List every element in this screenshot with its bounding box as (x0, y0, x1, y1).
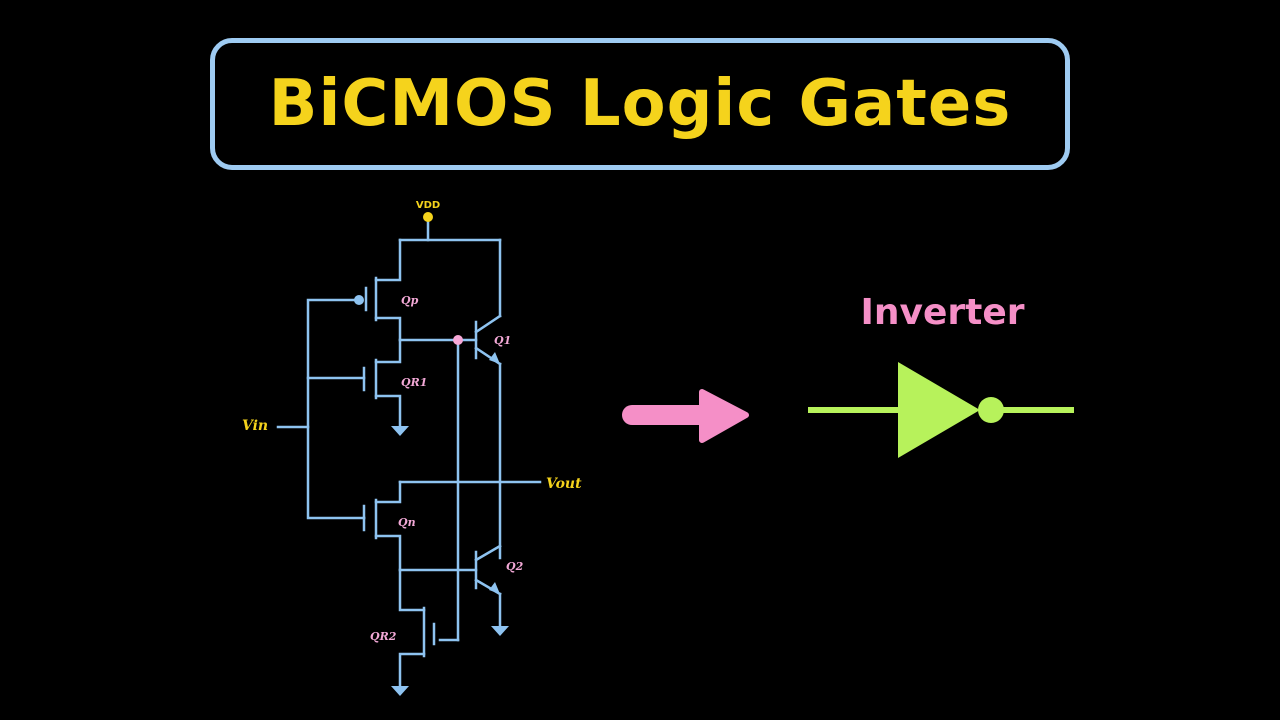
ground-arrow-q2 (491, 626, 509, 636)
transition-arrow (622, 389, 749, 443)
qp-label: Qp (401, 294, 419, 307)
vdd-terminal-dot (423, 212, 433, 222)
inverter-label: Inverter (860, 292, 1025, 333)
inverter-symbol (808, 362, 1074, 458)
ground-arrow-qr2 (391, 686, 409, 696)
q1-base-junction-dot (453, 335, 463, 345)
q2-emitter-arrow (489, 582, 500, 594)
qr2-label: QR2 (370, 630, 397, 643)
ground-arrow-qr1 (391, 426, 409, 436)
vdd-label: VDD (416, 200, 440, 211)
page-title: BiCMOS Logic Gates (268, 67, 1012, 141)
qp-gate-bubble (354, 295, 364, 305)
title-box: BiCMOS Logic Gates (210, 38, 1070, 170)
q1-label: Q1 (494, 334, 511, 347)
qn-label: Qn (398, 516, 416, 529)
q2-label: Q2 (506, 560, 524, 573)
q1-emitter-arrow (489, 352, 500, 364)
vin-label: Vin (242, 418, 268, 434)
qr1-label: QR1 (401, 376, 427, 389)
circuit-wires (276, 216, 542, 690)
vout-label: Vout (546, 476, 582, 492)
